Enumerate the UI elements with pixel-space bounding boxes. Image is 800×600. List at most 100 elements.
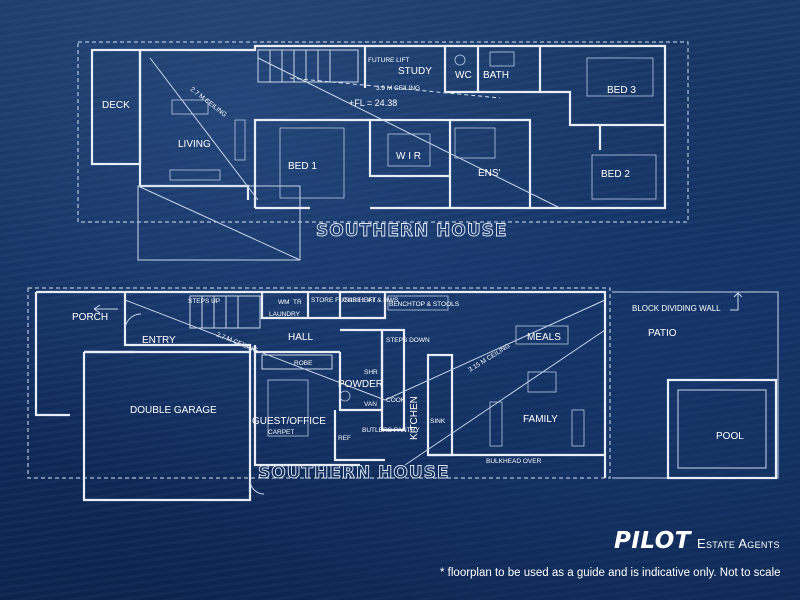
room-bed2: BED 2 xyxy=(601,169,630,180)
family-coffee-table xyxy=(527,371,557,393)
hall-ceiling-diagonal xyxy=(124,299,386,401)
brand-name: PILOT xyxy=(614,528,691,554)
powder-toilet-icon xyxy=(339,390,351,402)
room-hall: HALL xyxy=(288,332,313,343)
label-wm: WM xyxy=(278,299,290,306)
bath-basin xyxy=(489,51,515,67)
family-sofa xyxy=(489,401,503,447)
gas-heat-wall xyxy=(340,292,387,320)
room-pool: POOL xyxy=(716,431,744,442)
label-store-future-lift: STORE FUTURE LIFT xyxy=(311,297,377,304)
void-below xyxy=(137,185,301,261)
patio-arrow-icon xyxy=(730,292,743,311)
kitchen-bench xyxy=(380,328,406,432)
room-bath: BATH xyxy=(483,70,509,81)
label-steps-down: STEPS DOWN xyxy=(386,337,430,344)
guest-office-wall xyxy=(253,345,360,467)
wc-bath-wall xyxy=(443,46,542,94)
label-ref: REF xyxy=(338,435,351,442)
room-meals: MEALS xyxy=(527,332,561,343)
upper-floor-plan xyxy=(77,41,689,261)
wir-wall xyxy=(368,118,452,178)
label-benchtop: BENCHTOP & STOOLS xyxy=(389,301,460,308)
ground-roofline xyxy=(27,287,611,479)
room-deck: DECK xyxy=(102,100,130,111)
bed1-bed xyxy=(279,127,345,199)
label-shr: SHR xyxy=(364,369,378,376)
guest-bed xyxy=(267,379,309,437)
ground-floor-title: SOUTHERN HOUSE xyxy=(258,463,450,483)
label-block-wall: BLOCK DIVIDING WALL xyxy=(632,304,721,313)
family-tv-unit xyxy=(571,409,585,447)
upper-stairs xyxy=(257,49,359,83)
upper-floor-title: SOUTHERN HOUSE xyxy=(316,221,508,241)
ground-stairs xyxy=(189,295,261,329)
upper-external-wall xyxy=(140,44,667,210)
living-tv-unit xyxy=(234,119,246,161)
bed3-wall xyxy=(540,90,665,127)
room-living: LIVING xyxy=(178,139,211,150)
garage-door-arc xyxy=(249,479,265,495)
porch-wall xyxy=(34,292,70,417)
garage-wall xyxy=(82,350,252,502)
ensuite-wall xyxy=(450,118,532,210)
ceiling-meals-note: 3.15 M CEILING xyxy=(467,342,511,373)
ceiling-study-note: 3.9 M CEILING xyxy=(376,85,420,92)
living-sofa xyxy=(171,99,209,115)
label-gas-heat: GAS HEAT & HWS xyxy=(343,297,399,304)
label-carpet: CARPET xyxy=(268,429,294,436)
room-wc: WC xyxy=(455,70,472,81)
brand-logo: PILOT Estate Agents xyxy=(614,528,780,554)
pool-inner xyxy=(677,389,767,469)
upper-ceiling-diagonal xyxy=(149,57,259,201)
porch-arrow-icon xyxy=(93,304,118,314)
label-future-lift: FUTURE LIFT xyxy=(368,57,410,64)
pantry-wall xyxy=(333,410,385,462)
wc-toilet-icon xyxy=(454,54,466,66)
room-bed3: BED 3 xyxy=(607,85,636,96)
upper-roofline xyxy=(77,41,689,223)
label-cook: COOK xyxy=(386,397,406,404)
laundry-wall xyxy=(260,292,342,320)
living-wall xyxy=(138,50,250,200)
patio-boundary xyxy=(612,291,779,479)
meals-table xyxy=(515,325,569,345)
room-porch: PORCH xyxy=(72,312,108,323)
label-sink: SINK xyxy=(430,418,446,425)
room-ensuite: ENS' xyxy=(478,168,501,179)
study-ceiling-diagonal xyxy=(257,57,561,209)
ground-external-wall xyxy=(125,290,607,478)
benchtop xyxy=(387,295,449,311)
ceiling-guide xyxy=(289,77,501,99)
meals-ceiling-diagonal xyxy=(384,299,606,401)
robe-outline xyxy=(261,354,333,370)
room-study: STUDY xyxy=(398,66,432,77)
entry-door-arc xyxy=(124,313,142,331)
bed3-bed xyxy=(586,57,654,97)
brand-tagline: Estate Agents xyxy=(697,536,780,551)
void-diagonal xyxy=(137,185,301,261)
room-wir: W I R xyxy=(396,151,421,162)
label-tr: TR xyxy=(293,299,302,306)
ensuite-shower xyxy=(454,127,496,159)
room-kitchen: KITCHEN xyxy=(409,396,420,440)
label-steps-up: STEPS UP xyxy=(188,298,220,305)
living-bench xyxy=(169,169,221,181)
label-bulkhead: BULKHEAD OVER xyxy=(486,458,542,465)
room-bed1: BED 1 xyxy=(288,161,317,172)
kitchen-island xyxy=(426,353,454,457)
disclaimer-text: * floorplan to be used as a guide and is… xyxy=(440,567,781,579)
room-family: FAMILY xyxy=(523,414,558,425)
bed1-wall xyxy=(253,118,370,208)
room-double-garage: DOUBLE GARAGE xyxy=(130,405,217,416)
wir-island xyxy=(387,133,431,167)
room-entry: ENTRY xyxy=(142,335,176,346)
ground-floor-plan xyxy=(27,287,779,502)
pool-outline xyxy=(666,378,778,480)
family-ceiling-diagonal xyxy=(404,329,606,466)
bed2-bed xyxy=(591,154,657,200)
label-robe: ROBE xyxy=(294,360,313,367)
floor-level: +FL = 24.38 xyxy=(349,98,397,108)
